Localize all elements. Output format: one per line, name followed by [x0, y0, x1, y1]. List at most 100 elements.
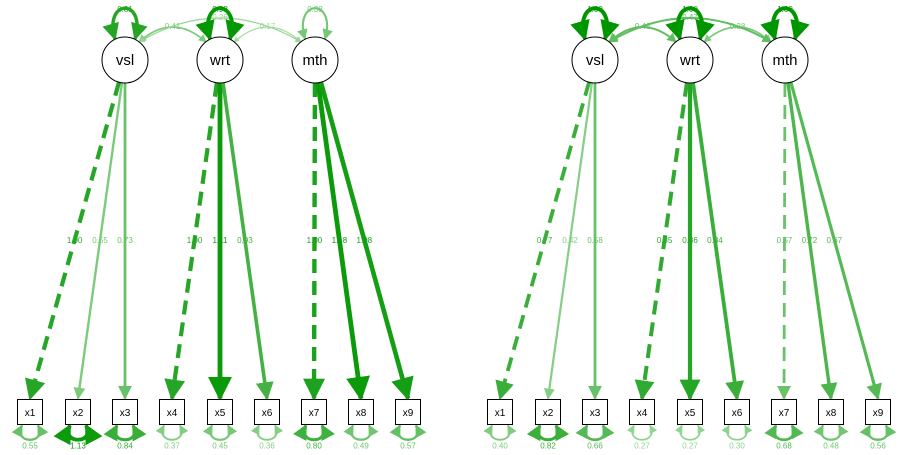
latent-node-wrt — [196, 36, 244, 84]
observed-node-x5 — [677, 399, 703, 425]
loading-label-vsl-x2: 0.55 — [92, 236, 108, 245]
residual-loop-x8 — [813, 424, 849, 441]
observed-label-x8: x8 — [356, 408, 367, 419]
residual-label-x5: 0.27 — [682, 442, 698, 451]
residual-label-x4: 0.37 — [164, 442, 180, 451]
observed-label-x3: x3 — [120, 408, 131, 419]
residual-loop-x3 — [575, 424, 615, 441]
residual-loop-x6 — [250, 424, 284, 441]
loading-label-mth-x8: 0.72 — [802, 236, 818, 245]
residual-loop-x2 — [53, 423, 103, 446]
variance-label-mth: 1.00 — [777, 5, 793, 14]
observed-node-x2 — [65, 399, 91, 425]
loading-wrt-x4 — [634, 82, 689, 401]
observed-label-x8: x8 — [826, 408, 837, 419]
residual-label-x7: 0.68 — [776, 442, 792, 451]
covariance-label-vsl-mth: 0.47 — [682, 13, 698, 22]
loading-label-mth-x9: 1.08 — [357, 236, 373, 245]
residual-loop-x1 — [11, 424, 49, 441]
latent-label-vsl: vsl — [116, 52, 134, 69]
variance-label-vsl: 1.00 — [587, 5, 603, 14]
loading-label-wrt-x5: 0.86 — [682, 236, 698, 245]
variance-loop-vsl — [570, 6, 620, 41]
latent-node-vsl — [571, 36, 619, 84]
observed-label-x7: x7 — [309, 408, 320, 419]
residual-loop-x2 — [526, 424, 570, 442]
latent-node-vsl — [101, 36, 149, 84]
residual-loop-x1 — [483, 424, 517, 441]
residual-loop-x9 — [859, 424, 897, 441]
residual-loop-x9 — [389, 424, 427, 441]
observed-node-x7 — [301, 399, 327, 425]
latent-label-mth: mth — [772, 52, 797, 69]
residual-loop-x8 — [343, 424, 379, 441]
loading-mth-x8 — [315, 82, 370, 401]
loading-wrt-x4 — [164, 82, 219, 401]
loading-mth-x9 — [318, 81, 414, 401]
variance-loop-mth — [760, 6, 810, 41]
observed-node-x7 — [771, 399, 797, 425]
observed-label-x5: x5 — [215, 408, 226, 419]
residual-label-x8: 0.48 — [823, 442, 839, 451]
observed-label-x7: x7 — [779, 408, 790, 419]
loading-label-wrt-x6: 0.84 — [707, 236, 723, 245]
loading-label-vsl-x3: 0.73 — [117, 236, 133, 245]
latent-label-wrt: wrt — [209, 52, 231, 69]
observed-label-x3: x3 — [590, 408, 601, 419]
variance-label-wrt: 1.00 — [682, 5, 698, 14]
residual-label-x6: 0.30 — [729, 442, 745, 451]
loading-mth-x7 — [777, 82, 792, 400]
covariance-label-vsl-mth: 0.26 — [212, 13, 228, 22]
residual-label-x9: 0.57 — [400, 442, 416, 451]
latent-node-mth — [761, 36, 809, 84]
residual-label-x3: 0.84 — [117, 442, 133, 451]
loading-vsl-x2 — [543, 82, 594, 400]
observed-node-x9 — [865, 399, 891, 425]
variance-label-wrt: 0.98 — [212, 5, 228, 14]
variance-label-mth: 0.38 — [307, 5, 323, 14]
loading-vsl-x1 — [495, 81, 591, 401]
observed-node-x9 — [395, 399, 421, 425]
observed-node-x3 — [112, 399, 138, 425]
observed-node-x5 — [207, 399, 233, 425]
residual-label-x4: 0.27 — [634, 442, 650, 451]
observed-node-x6 — [724, 399, 750, 425]
loading-label-vsl-x1: 0.77 — [537, 236, 553, 245]
observed-label-x6: x6 — [732, 408, 743, 419]
observed-label-x9: x9 — [403, 408, 414, 419]
residual-label-x3: 0.66 — [587, 442, 603, 451]
residual-loop-x4 — [155, 424, 189, 441]
observed-label-x4: x4 — [167, 408, 178, 419]
loading-label-wrt-x4: 0.85 — [657, 236, 673, 245]
residual-loop-x5 — [674, 424, 706, 441]
observed-node-x4 — [629, 399, 655, 425]
observed-node-x3 — [582, 399, 608, 425]
loading-label-wrt-x5: 1.11 — [213, 236, 229, 245]
loading-mth-x7 — [303, 82, 326, 401]
residual-label-x1: 0.40 — [492, 442, 508, 451]
latent-label-mth: mth — [302, 52, 327, 69]
loading-label-mth-x9: 0.67 — [827, 236, 843, 245]
residual-label-x1: 0.55 — [22, 442, 38, 451]
observed-node-x1 — [17, 399, 43, 425]
latent-node-wrt — [666, 36, 714, 84]
loading-mth-x9 — [789, 81, 882, 401]
residual-label-x8: 0.49 — [353, 442, 369, 451]
residual-loop-x4 — [626, 424, 658, 441]
residual-loop-x7 — [764, 424, 804, 441]
variance-loop-vsl — [102, 6, 148, 41]
latent-label-wrt: wrt — [679, 52, 701, 69]
observed-node-x6 — [254, 399, 280, 425]
residual-label-x2: 0.82 — [540, 442, 556, 451]
latent-label-vsl: vsl — [586, 52, 604, 69]
observed-label-x9: x9 — [873, 408, 884, 419]
observed-label-x1: x1 — [495, 408, 506, 419]
loading-wrt-x6 — [691, 82, 745, 401]
covariance-vsl-mth — [608, 17, 772, 43]
variance-loop-wrt — [195, 6, 245, 41]
observed-label-x4: x4 — [637, 408, 648, 419]
loading-wrt-x6 — [221, 82, 274, 401]
residual-label-x6: 0.36 — [259, 442, 275, 451]
variance-label-vsl: 0.81 — [117, 5, 133, 14]
